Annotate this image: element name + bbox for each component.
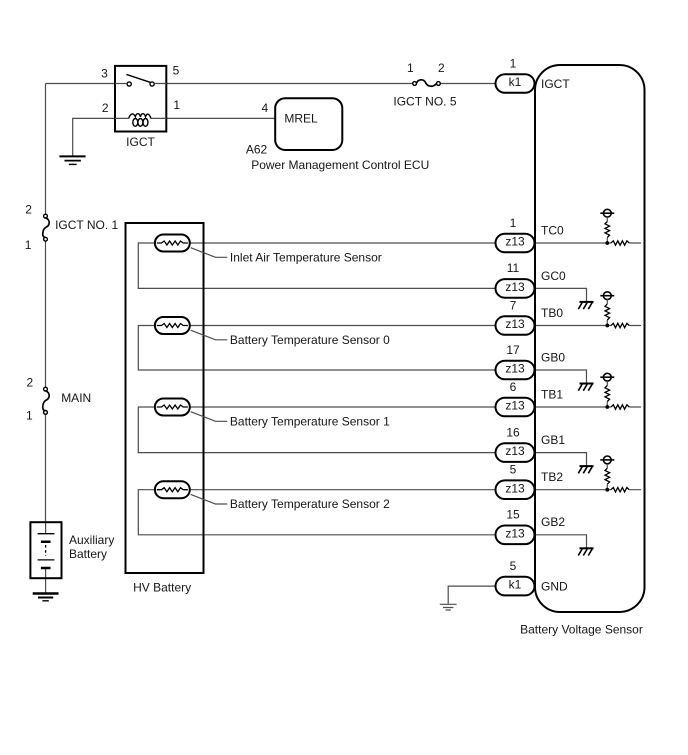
svg-text:Battery Temperature Sensor 1: Battery Temperature Sensor 1 [230,415,390,429]
svg-text:3: 3 [101,66,108,80]
svg-text:15: 15 [506,508,520,522]
svg-text:TC0: TC0 [541,223,564,237]
svg-text:1: 1 [510,56,517,70]
svg-text:z13: z13 [505,481,525,495]
svg-text:1: 1 [510,216,517,230]
svg-text:17: 17 [506,343,520,357]
svg-text:5: 5 [173,64,180,78]
svg-text:Battery Temperature Sensor 2: Battery Temperature Sensor 2 [230,497,390,511]
svg-text:4: 4 [262,101,269,115]
svg-text:2: 2 [438,61,445,75]
svg-text:Auxiliary: Auxiliary [69,533,114,547]
svg-text:Battery: Battery [69,547,107,561]
svg-text:HV Battery: HV Battery [133,580,191,594]
svg-text:7: 7 [510,298,517,312]
svg-text:TB1: TB1 [541,387,563,401]
svg-text:Battery Voltage Sensor: Battery Voltage Sensor [520,622,643,636]
svg-text:11: 11 [507,261,520,275]
svg-text:GB1: GB1 [541,433,565,447]
svg-text:1: 1 [26,408,33,422]
svg-text:IGCT NO. 5: IGCT NO. 5 [393,94,456,108]
svg-text:z13: z13 [505,317,525,331]
svg-text:2: 2 [102,101,109,115]
svg-text:GND: GND [541,579,568,593]
svg-text:16: 16 [506,425,520,439]
svg-text:GB2: GB2 [541,515,565,529]
svg-text:k1: k1 [509,75,522,89]
svg-text:TB2: TB2 [541,470,563,484]
svg-text:GC0: GC0 [541,269,566,283]
svg-text:IGCT: IGCT [541,77,570,91]
svg-text:2: 2 [26,375,33,389]
svg-text:5: 5 [510,463,517,477]
svg-text:2: 2 [25,203,32,217]
svg-text:1: 1 [407,61,414,75]
svg-text:z13: z13 [505,235,525,249]
svg-text:z13: z13 [505,526,525,540]
svg-text:5: 5 [510,559,517,573]
svg-text:MAIN: MAIN [61,391,91,405]
svg-text:1: 1 [25,238,32,252]
svg-text:z13: z13 [505,399,525,413]
svg-text:Inlet Air Temperature Sensor: Inlet Air Temperature Sensor [230,251,382,265]
svg-text:GB0: GB0 [541,350,565,364]
svg-text:Power Management Control ECU: Power Management Control ECU [251,158,429,172]
svg-text:A62: A62 [246,143,268,157]
svg-text:z13: z13 [505,362,525,376]
svg-text:TB0: TB0 [541,306,563,320]
svg-text:z13: z13 [505,280,525,294]
svg-text:Battery Temperature Sensor 0: Battery Temperature Sensor 0 [230,333,390,347]
svg-text:z13: z13 [505,444,525,458]
svg-text:IGCT: IGCT [126,135,155,149]
svg-text:1: 1 [173,98,180,112]
svg-text:6: 6 [510,380,517,394]
svg-text:k1: k1 [509,578,522,592]
svg-text:MREL: MREL [284,112,318,126]
svg-text:IGCT NO. 1: IGCT NO. 1 [55,218,118,232]
